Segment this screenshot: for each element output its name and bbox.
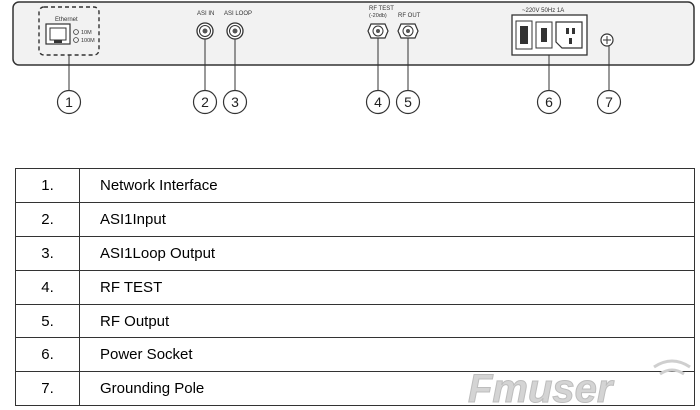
legend-row: 4. RF TEST: [15, 269, 695, 305]
svg-text:2: 2: [201, 94, 209, 110]
legend-name: ASI1Loop Output: [79, 235, 695, 271]
power-rating-label: ~220V 50Hz 1A: [522, 8, 564, 14]
rf-test-label: RF TEST: [369, 6, 394, 12]
led-10m-icon: [73, 29, 79, 35]
legend-number: 2.: [15, 201, 80, 237]
legend-row: 6. Power Socket: [15, 337, 695, 373]
legend-row: 2. ASI1Input: [15, 201, 695, 237]
watermark-text: Fmuser: [468, 367, 615, 410]
legend-name: Grounding Pole: [79, 371, 695, 407]
rf-out-label: RF OUT: [398, 13, 421, 19]
panel-outline: [12, 1, 695, 66]
legend-number: 4.: [15, 269, 80, 305]
callout-5: 5: [395, 89, 421, 115]
grounding-pole-icon: [600, 33, 614, 47]
rf-test-connector-icon: [367, 23, 389, 39]
callout-3: 3: [222, 89, 248, 115]
asi-in-label: ASI IN: [197, 11, 214, 17]
wifi-arcs-icon: [653, 359, 691, 376]
rear-panel-diagram: Ethernet 10M 100M ASI IN ASI LOOP RF TES…: [12, 1, 695, 115]
power-socket-icon: [511, 14, 588, 56]
legend-number: 1.: [15, 168, 80, 203]
svg-text:3: 3: [231, 94, 239, 110]
legend-row: 1. Network Interface: [15, 168, 695, 203]
legend-name: RF TEST: [79, 269, 695, 305]
rf-test-sublabel: (-20db): [369, 13, 387, 19]
leader-lines: [68, 38, 610, 91]
callout-1: 1: [56, 89, 82, 115]
callout-7: 7: [596, 89, 622, 115]
legend-number: 5.: [15, 303, 80, 339]
callout-2: 2: [192, 89, 218, 115]
asi-loop-label: ASI LOOP: [224, 11, 252, 17]
led-100m-icon: [73, 37, 79, 43]
led-10m-label: 10M: [81, 30, 92, 36]
legend-number: 3.: [15, 235, 80, 271]
callout-4: 4: [365, 89, 391, 115]
svg-text:6: 6: [545, 94, 553, 110]
legend-name: Power Socket: [79, 337, 695, 373]
legend-name: RF Output: [79, 303, 695, 339]
fmuser-watermark: Fmuser: [468, 359, 691, 410]
callout-6: 6: [536, 89, 562, 115]
legend-name: ASI1Input: [79, 201, 695, 237]
ethernet-label: Ethernet: [55, 17, 78, 23]
asi-in-connector-icon: [196, 22, 214, 40]
ethernet-port-icon: [45, 23, 71, 45]
legend-table: 1. Network Interface 2. ASI1Input 3. ASI…: [15, 168, 695, 407]
legend-name: Network Interface: [79, 168, 695, 203]
rf-out-connector-icon: [397, 23, 419, 39]
legend-row: 7. Grounding Pole: [15, 371, 695, 407]
svg-text:4: 4: [374, 94, 382, 110]
asi-loop-connector-icon: [226, 22, 244, 40]
svg-text:5: 5: [404, 94, 412, 110]
svg-text:1: 1: [65, 94, 73, 110]
legend-number: 7.: [15, 371, 80, 407]
svg-text:7: 7: [605, 94, 613, 110]
legend-row: 5. RF Output: [15, 303, 695, 339]
legend-number: 6.: [15, 337, 80, 373]
legend-row: 3. ASI1Loop Output: [15, 235, 695, 271]
led-100m-label: 100M: [81, 38, 95, 44]
